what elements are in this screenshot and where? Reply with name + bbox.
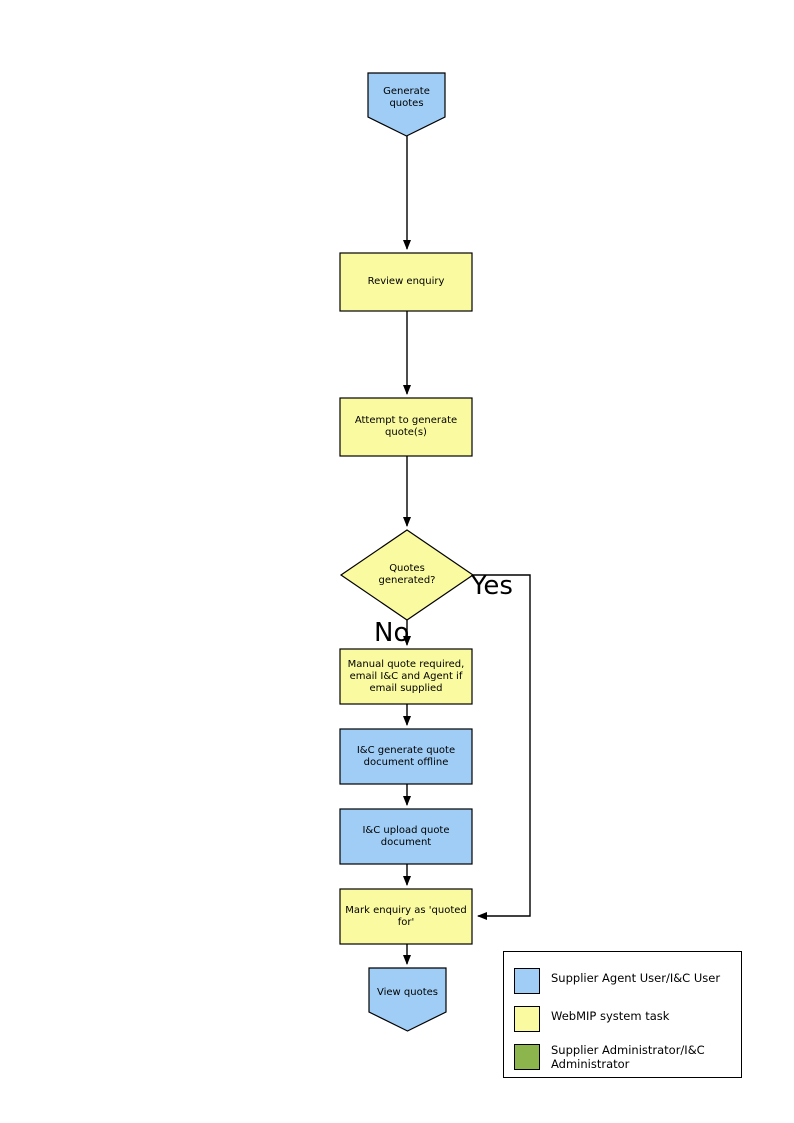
legend-item-supplier-agent: Supplier Agent User/I&C User <box>514 968 720 994</box>
legend: Supplier Agent User/I&C User WebMIP syst… <box>503 951 742 1078</box>
node-review-enquiry-shape[interactable] <box>339 252 473 312</box>
legend-item-webmip-system: WebMIP system task <box>514 1006 669 1032</box>
edge-label-yes: Yes <box>471 571 513 601</box>
node-generate-quotes-shape[interactable] <box>367 72 446 137</box>
node-quotes-generated-shape[interactable] <box>339 529 475 621</box>
node-attempt-generate-quotes-shape[interactable] <box>339 397 473 457</box>
legend-swatch-yellow <box>514 1006 540 1032</box>
legend-swatch-green <box>514 1044 540 1070</box>
edge-label-no: No <box>374 618 410 648</box>
node-view-quotes-shape[interactable] <box>368 967 447 1032</box>
legend-label-supplier-agent: Supplier Agent User/I&C User <box>551 971 721 985</box>
legend-item-supplier-administrator: Supplier Administrator/I&C Administrator <box>514 1043 705 1071</box>
node-ic-upload-quote-document-shape[interactable] <box>339 808 473 865</box>
legend-swatch-blue <box>514 968 540 994</box>
edge-decision-yes-to-mark-enquiry <box>473 574 531 920</box>
node-manual-quote-required-shape[interactable] <box>339 648 473 705</box>
legend-label-webmip-system: WebMIP system task <box>551 1009 670 1023</box>
node-ic-generate-quote-offline-shape[interactable] <box>339 728 473 785</box>
legend-label-supplier-administrator: Supplier Administrator/I&C Administrator <box>551 1043 705 1071</box>
node-mark-enquiry-quoted-for-shape[interactable] <box>339 888 473 945</box>
